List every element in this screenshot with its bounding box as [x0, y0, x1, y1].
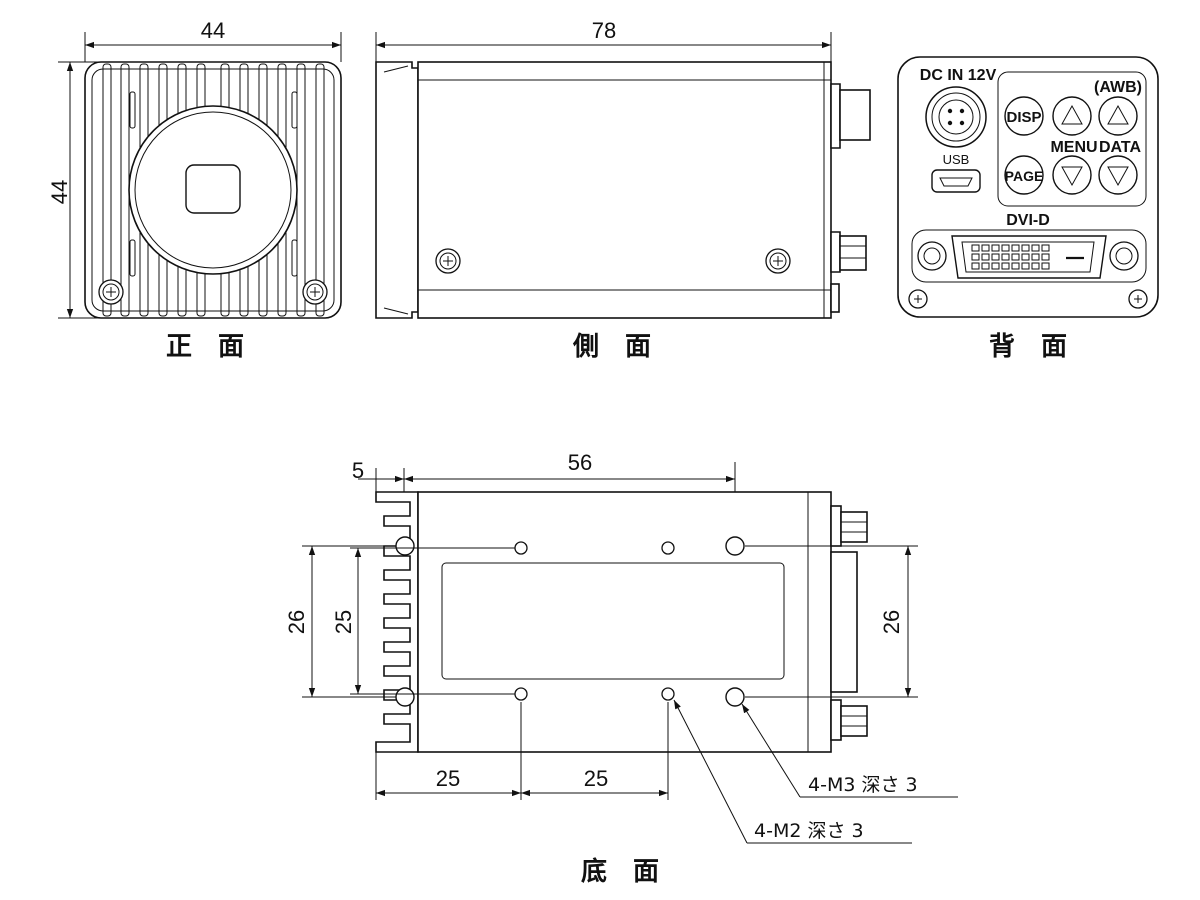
- bottom-view-title: 底 面: [581, 856, 659, 887]
- dvi-pin: [971, 262, 980, 270]
- data-label: DATA: [1099, 139, 1142, 156]
- bottom-view: 5 56 26 25: [284, 450, 958, 887]
- rear-screw-left: [908, 289, 928, 309]
- front-screw-left: [98, 279, 124, 305]
- side-screw-right: [765, 248, 791, 274]
- dvi-pin: [1031, 262, 1040, 270]
- dvi-pin: [1001, 262, 1010, 270]
- usb-port: [931, 169, 981, 193]
- bottom-housing: [417, 491, 832, 753]
- front-screw-right: [302, 279, 328, 305]
- image-sensor-window: [185, 164, 241, 214]
- dvi-pin: [1041, 244, 1050, 252]
- dvi-pin: [1021, 244, 1030, 252]
- data-down-button[interactable]: [1098, 155, 1138, 195]
- front-view: 44 44: [47, 18, 342, 362]
- bottom-label-recess: [441, 562, 785, 680]
- dvi-pin: [1011, 262, 1020, 270]
- m3-hole-top-left: [395, 536, 415, 556]
- down-triangle-icon: [1061, 166, 1083, 187]
- dim-front-width: 44: [201, 18, 225, 43]
- dim-bottom-outer-height: 26: [284, 610, 309, 634]
- m2-hole-bottom-2: [661, 687, 675, 701]
- dvi-pin: [981, 262, 990, 270]
- dvi-pin: [991, 262, 1000, 270]
- page-button[interactable]: PAGE: [1004, 155, 1044, 195]
- dvi-d-port: [951, 235, 1107, 279]
- callout-m3-holes: 4-M3 深さ 3: [808, 774, 918, 796]
- dvi-pin: [971, 253, 980, 261]
- rear-screw-right: [1128, 289, 1148, 309]
- m3-hole-bottom-right: [725, 687, 745, 707]
- dvi-pin: [1041, 253, 1050, 261]
- rear-view: DC IN 12V USB (AWB) MENU DATA DISP: [897, 56, 1159, 362]
- dvi-pin: [1001, 253, 1010, 261]
- disp-button[interactable]: DISP: [1004, 96, 1044, 136]
- front-view-title: 正 面: [166, 332, 244, 362]
- callout-m2-holes: 4-M2 深さ 3: [754, 820, 864, 842]
- down-triangle-icon: [1107, 166, 1129, 187]
- dvi-pin: [1011, 244, 1020, 252]
- page-button-label: PAGE: [1005, 168, 1044, 184]
- dim-side-length: 78: [592, 18, 616, 43]
- dvi-pin: [981, 244, 990, 252]
- dvi-hex-nut-left: [917, 241, 947, 271]
- dvi-label: DVI-D: [1006, 212, 1050, 229]
- up-triangle-icon: [1107, 104, 1129, 125]
- dvi-hex-nut-right: [1109, 241, 1139, 271]
- dvi-connector-plate: [911, 229, 1147, 283]
- awb-label: (AWB): [1094, 79, 1142, 96]
- m3-hole-top-right: [725, 536, 745, 556]
- dvi-pin: [1031, 244, 1040, 252]
- menu-up-button[interactable]: [1052, 96, 1092, 136]
- m3-hole-bottom-left: [395, 687, 415, 707]
- menu-label: MENU: [1050, 139, 1097, 156]
- dvi-pin: [981, 253, 990, 261]
- dim-bottom-inner-height: 25: [331, 610, 356, 634]
- side-housing: [417, 61, 832, 319]
- dvi-pin: [1021, 262, 1030, 270]
- m2-hole-bottom-1: [514, 687, 528, 701]
- dim-bottom-hole-span: 56: [568, 450, 592, 475]
- up-triangle-icon: [1061, 104, 1083, 125]
- dim-bottom-right-height: 26: [879, 610, 904, 634]
- disp-button-label: DISP: [1006, 109, 1041, 126]
- button-panel: [997, 71, 1147, 207]
- dvi-pin: [1001, 244, 1010, 252]
- m2-hole-top-1: [514, 541, 528, 555]
- dim-front-height: 44: [47, 180, 72, 204]
- rear-view-title: 背 面: [989, 332, 1067, 362]
- dvi-pin: [1011, 253, 1020, 261]
- bottom-heatsink-profile: [375, 491, 419, 753]
- side-view-title: 側 面: [572, 332, 651, 362]
- dvi-pin: [991, 244, 1000, 252]
- dvi-pin: [1031, 253, 1040, 261]
- side-view: 78 側 面: [375, 18, 871, 362]
- dim-bottom-offset: 5: [352, 458, 364, 483]
- dc-in-label: DC IN 12V: [920, 67, 997, 84]
- dc-in-connector: [925, 86, 987, 148]
- menu-down-button[interactable]: [1052, 155, 1092, 195]
- awb-up-button[interactable]: [1098, 96, 1138, 136]
- m2-hole-top-2: [661, 541, 675, 555]
- dim-bottom-left-pitch: 25: [436, 766, 460, 791]
- dvi-pin: [1041, 262, 1050, 270]
- dim-bottom-mid-pitch: 25: [584, 766, 608, 791]
- dvi-pin: [971, 244, 980, 252]
- usb-label: USB: [943, 152, 970, 167]
- dvi-pin: [991, 253, 1000, 261]
- dvi-pin: [1021, 253, 1030, 261]
- side-screw-left: [435, 248, 461, 274]
